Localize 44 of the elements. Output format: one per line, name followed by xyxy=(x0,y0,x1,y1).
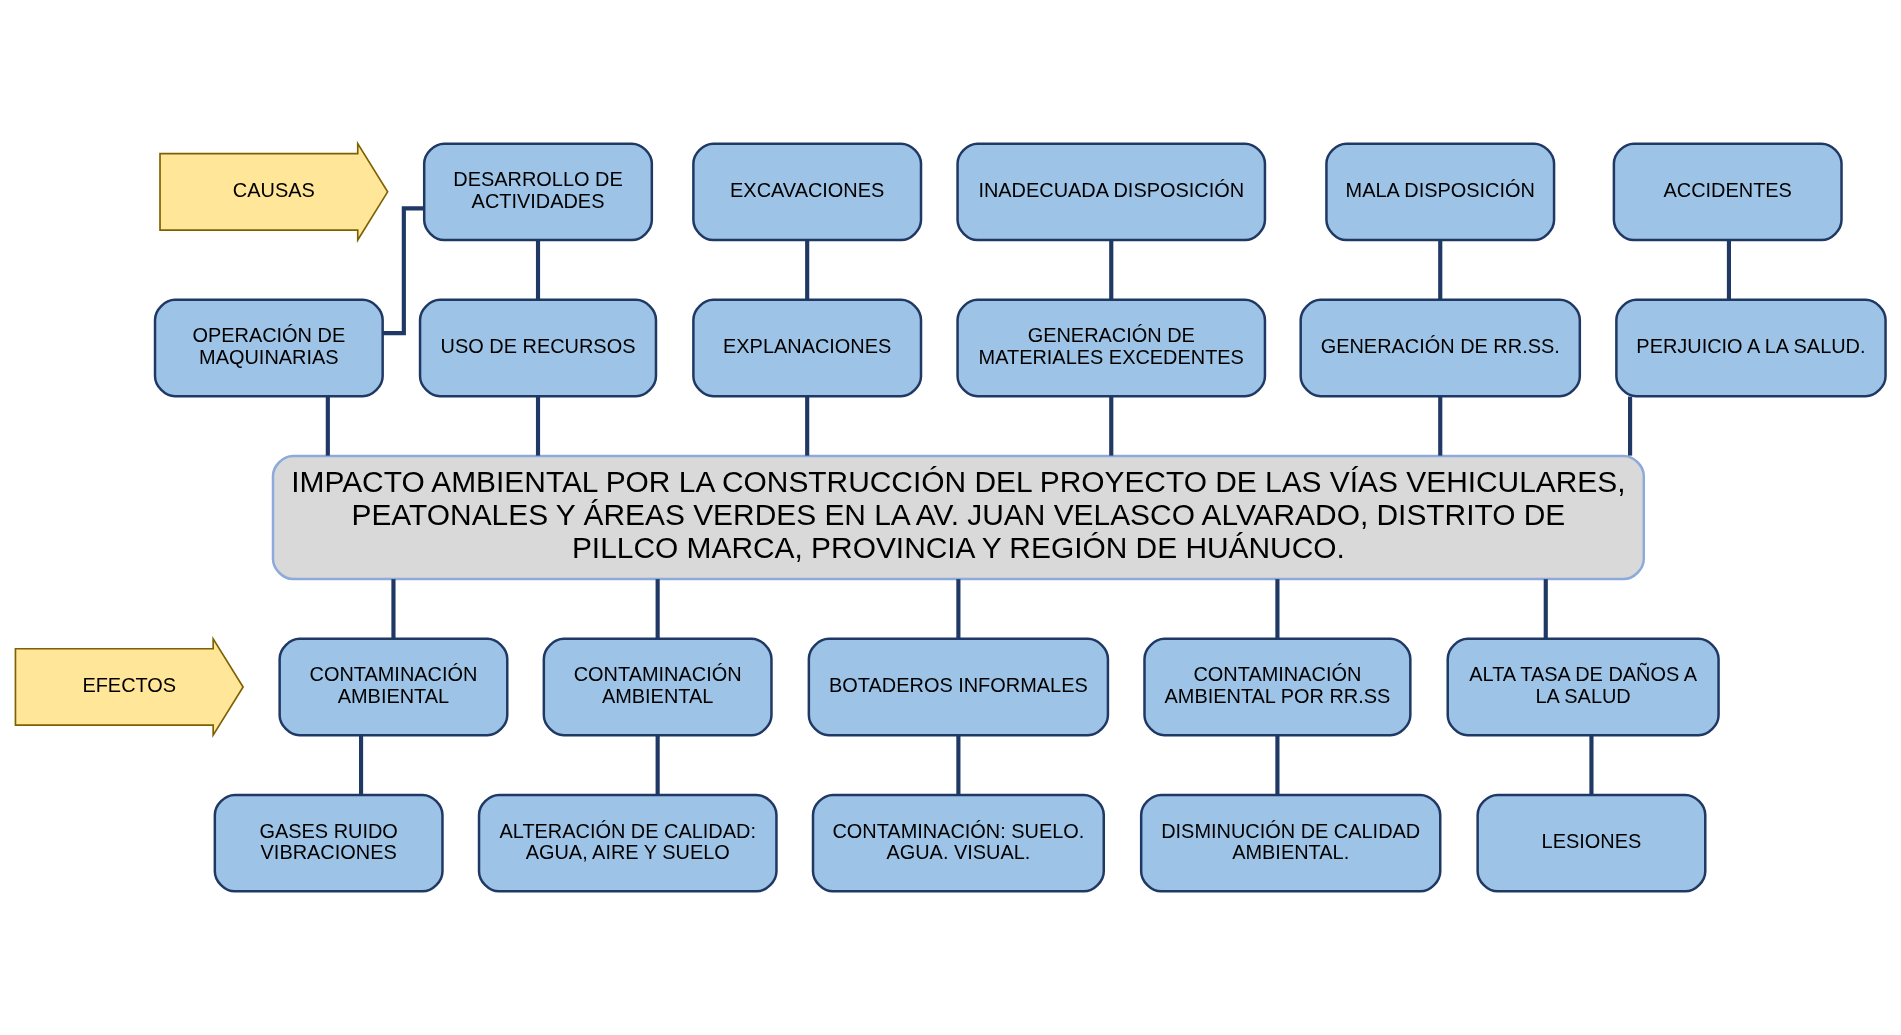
node-box: CONTAMINACIÓN: SUELO. AGUA. VISUAL. xyxy=(811,793,1106,893)
connector xyxy=(1438,240,1443,300)
node-box: IMPACTO AMBIENTAL POR LA CONSTRUCCIÓN DEL PROYECTO DE LAS VÍAS VEHICULARES, PEATONALES Y ÁREAS VERDES EN LA AV. JUAN VELASCO ALVARADO, DISTRITO DE PILLCO MARCA, PROVINCIA Y REGIÓN DE HUÁNUCO. xyxy=(271,454,1646,581)
connector xyxy=(325,396,330,456)
connector xyxy=(956,735,961,795)
connector xyxy=(805,396,810,456)
node-box: ALTA TASA DE DAÑOS A LA SALUD xyxy=(1446,637,1720,737)
connector xyxy=(1109,396,1114,456)
connector xyxy=(655,735,660,795)
node-box: LESIONES xyxy=(1476,793,1707,893)
connector xyxy=(535,240,541,300)
node-box: INADECUADA DISPOSICIÓN xyxy=(956,142,1267,242)
connector xyxy=(956,579,961,639)
node-box: USO DE RECURSOS xyxy=(418,298,658,398)
node-box: PERJUICIO A LA SALUD. xyxy=(1615,298,1887,398)
connector xyxy=(359,735,364,795)
node-box: CONTAMINACIÓN AMBIENTAL POR RR.SS xyxy=(1143,637,1412,737)
node-box: EXPLANACIONES xyxy=(692,298,923,398)
connector xyxy=(1275,735,1280,795)
connector xyxy=(382,206,424,336)
connector xyxy=(1589,735,1594,795)
node-box: GENERACIÓN DE MATERIALES EXCEDENTES xyxy=(956,298,1267,398)
connector xyxy=(1109,240,1114,300)
connector xyxy=(391,579,396,639)
node-box: DISMINUCIÓN DE CALIDAD AMBIENTAL. xyxy=(1139,793,1442,893)
connector xyxy=(1726,240,1732,300)
connector xyxy=(1543,579,1548,639)
connector xyxy=(1275,579,1280,639)
node-box: CONTAMINACIÓN AMBIENTAL xyxy=(542,637,773,737)
connector xyxy=(1438,396,1443,456)
connector xyxy=(1628,396,1633,456)
node-box: DESARROLLO DE ACTIVIDADES xyxy=(422,142,654,242)
node-box: ACCIDENTES xyxy=(1612,142,1843,242)
node-box: BOTADEROS INFORMALES xyxy=(807,637,1110,737)
node-box: CONTAMINACIÓN AMBIENTAL xyxy=(278,637,509,737)
node-box: EXCAVACIONES xyxy=(692,142,923,242)
node-box: OPERACIÓN DE MAQUINARIAS xyxy=(153,298,384,398)
connector xyxy=(655,579,660,639)
node-box: MALA DISPOSICIÓN xyxy=(1325,142,1556,242)
node-box: ALTERACIÓN DE CALIDAD: AGUA, AIRE Y SUELO xyxy=(477,793,778,893)
node-box: GENERACIÓN DE RR.SS. xyxy=(1299,298,1582,398)
connector xyxy=(535,396,541,456)
node-box: GASES RUIDO VIBRACIONES xyxy=(213,793,444,893)
connector xyxy=(805,240,810,300)
